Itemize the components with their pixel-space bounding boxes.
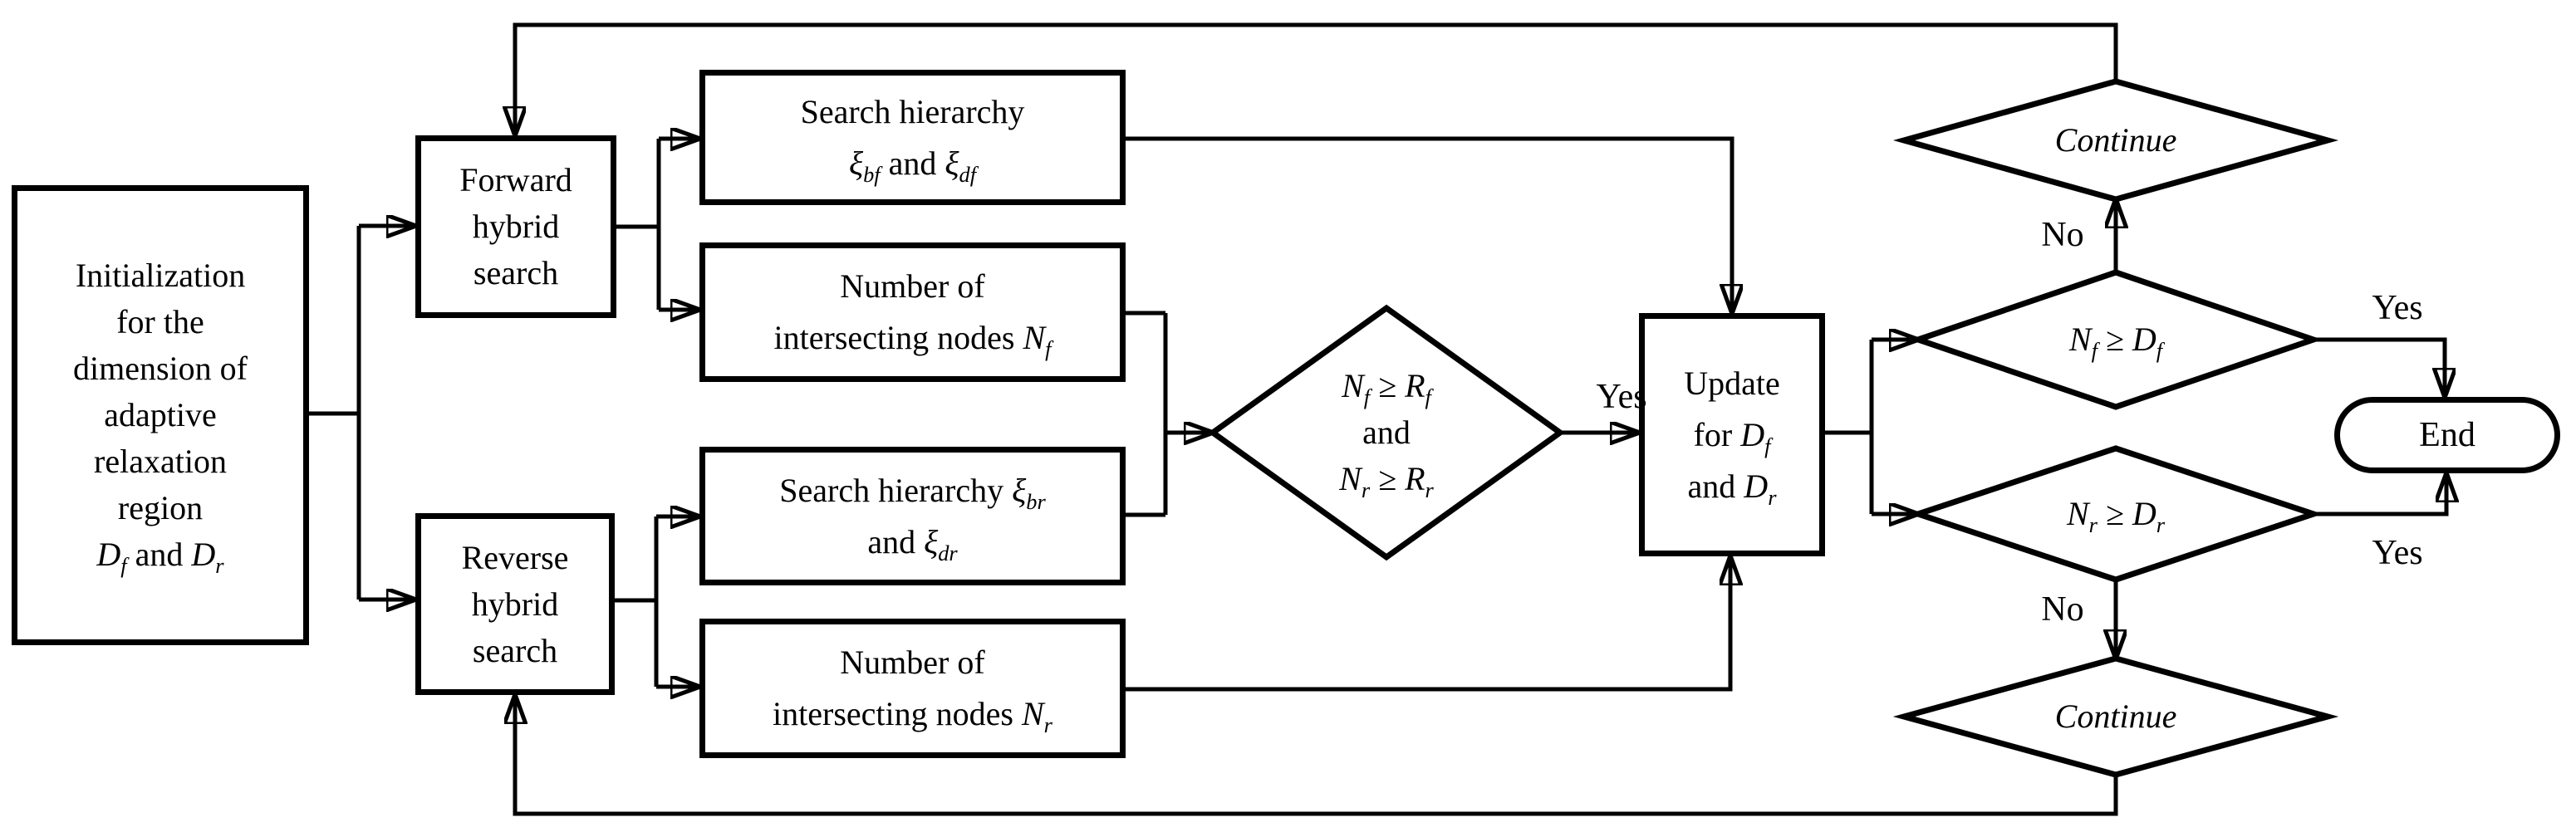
diamond-check-r: [1908, 445, 2323, 583]
arrow-searchf-to-update: [1126, 136, 1732, 313]
arrow-nodesr-to-update: [1126, 556, 1730, 692]
text-line: Nf ≥ Rf: [1342, 367, 1431, 409]
num-nodes-f-box: Number of intersecting nodes Nf: [699, 242, 1126, 382]
end-terminator: End: [2334, 397, 2560, 473]
text-line: Reverse: [461, 538, 569, 576]
text-line: Continue: [2054, 121, 2177, 159]
diamond-continue-top: [1892, 78, 2339, 203]
text-line: search: [472, 631, 558, 669]
text-line: relaxation: [94, 443, 227, 480]
text-line: Continue: [2054, 698, 2177, 735]
text-line: dimension of: [73, 350, 248, 387]
search-hierarchy-f-box: Search hierarchy ξbf and ξdf: [699, 70, 1126, 205]
text-line: Nr ≥ Dr: [2066, 495, 2166, 537]
no-label-check-r: No: [2041, 590, 2084, 629]
num-nodes-r-box: Number of intersecting nodes Nr: [699, 619, 1126, 758]
text-line: Initialization: [75, 257, 246, 294]
text-line: hybrid: [472, 208, 560, 245]
text-line: Nr ≥ Rr: [1339, 460, 1434, 502]
text-line: ξbf and ξdf: [848, 144, 977, 187]
text-line: Forward: [459, 161, 572, 198]
arrow-checkf-to-end: [2313, 337, 2445, 397]
no-label-check-f: No: [2041, 216, 2084, 254]
diamond-continue-bottom: [1892, 655, 2339, 778]
text-line: Number of: [840, 267, 985, 305]
search-hierarchy-r-box: Search hierarchy ξbr and ξdr: [699, 447, 1126, 585]
forward-search-box: Forward hybrid search: [415, 135, 616, 318]
yes-label-check-r: Yes: [2372, 534, 2423, 572]
continue-bottom-text: Continue: [2055, 693, 2177, 740]
text-line: region: [117, 489, 204, 526]
diamond-threshold-condition: [1207, 304, 1566, 561]
diamond-check-f: [1909, 269, 2323, 410]
text-line: Nf ≥ Df: [2068, 321, 2163, 363]
check-f-text: Nf ≥ Df: [2069, 316, 2162, 363]
text-line: hybrid: [471, 585, 559, 623]
text-line: Update: [1684, 364, 1780, 402]
text-line: adaptive: [104, 396, 217, 433]
threshold-condition-text: Nf ≥ Rf and Nr ≥ Rr: [1339, 363, 1434, 502]
update-box: Update for Df and Dr: [1639, 313, 1825, 556]
check-r-text: Nr ≥ Dr: [2067, 491, 2165, 537]
text-line: Number of: [840, 644, 985, 681]
text-line: Df and Dr: [96, 536, 224, 578]
text-line: and ξdr: [867, 522, 958, 565]
text-line: Search hierarchy: [800, 92, 1025, 130]
arrow-continuetop-to-forward: [515, 22, 2118, 135]
continue-top-text: Continue: [2055, 117, 2177, 164]
arrow-continuebottom-to-reverse: [515, 695, 2118, 816]
text-line: Search hierarchy ξbr: [779, 471, 1046, 514]
text-line: search: [473, 254, 559, 291]
text-line: and Dr: [1687, 467, 1777, 510]
reverse-search-box: Reverse hybrid search: [415, 513, 615, 695]
text-line: and: [1362, 414, 1411, 451]
text-line: intersecting nodes Nr: [773, 695, 1052, 737]
text-line: for Df: [1693, 415, 1771, 458]
init-box: Initialization for the dimension of adaptiv…: [12, 185, 309, 645]
text-line: intersecting nodes Nf: [773, 319, 1052, 361]
text-line: End: [2419, 416, 2475, 454]
text-line: for the: [116, 303, 204, 340]
arrow-checkr-to-end: [2313, 473, 2446, 516]
yes-label-check-f: Yes: [2372, 289, 2423, 327]
yes-label-threshold: Yes: [1596, 378, 1647, 416]
